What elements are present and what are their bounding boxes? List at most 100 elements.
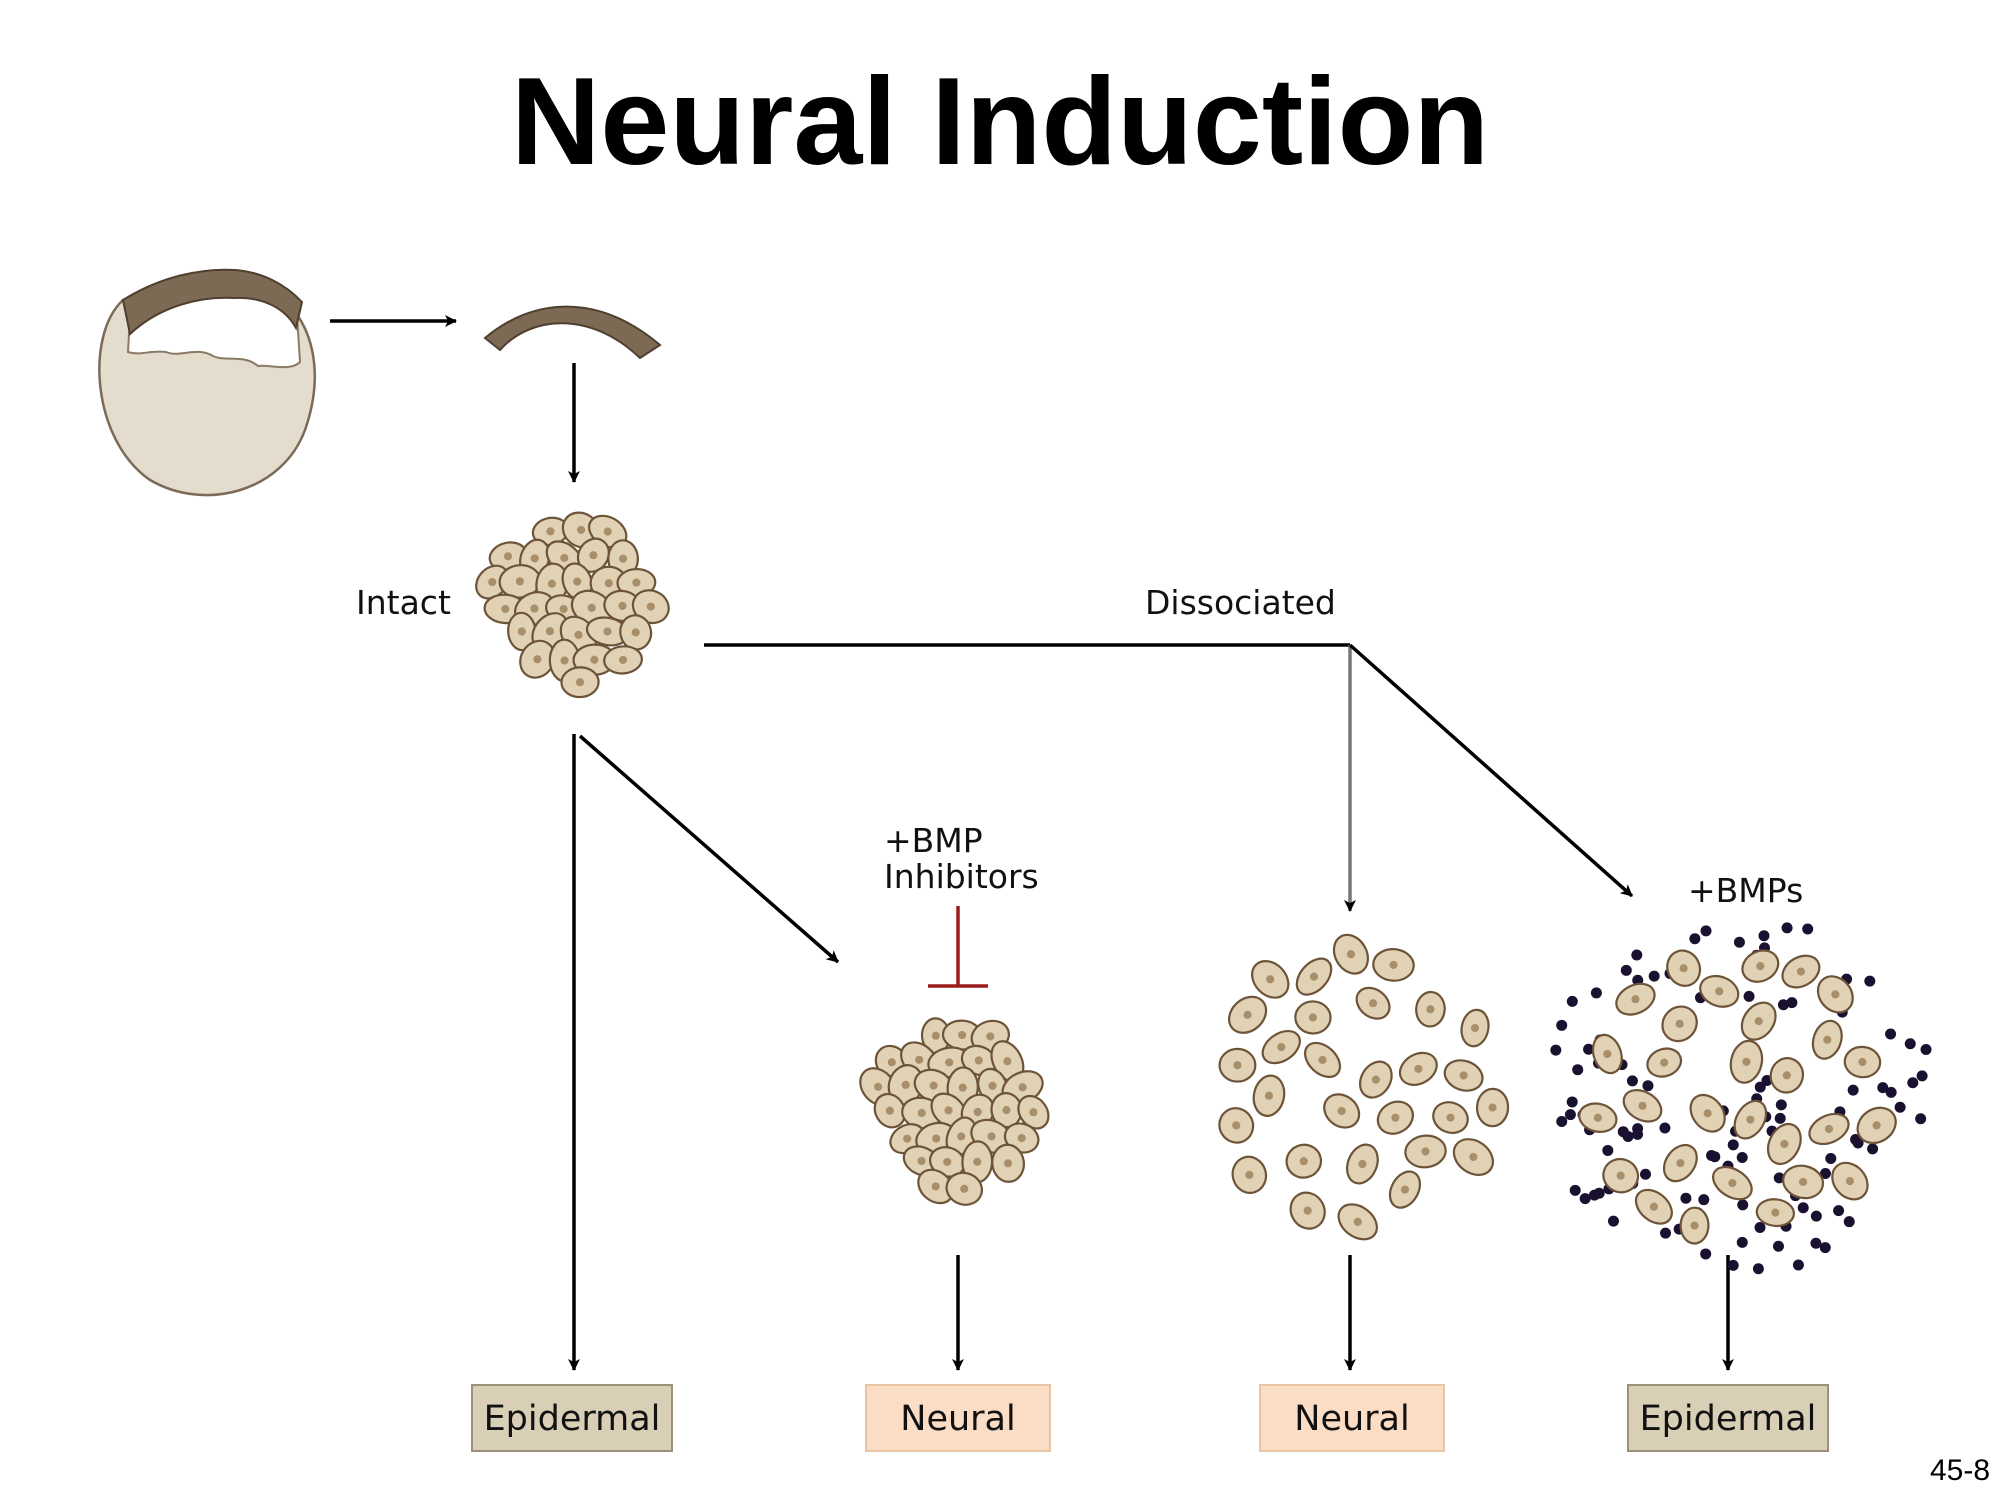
cell [1285, 1143, 1323, 1179]
cell [1615, 982, 1656, 1016]
cell-cluster-bmps [1578, 949, 1897, 1245]
cell [603, 645, 643, 675]
bmp-dot [1700, 925, 1712, 937]
bmp-dot [1885, 1028, 1897, 1040]
bmp-dot [1777, 999, 1789, 1011]
cell [873, 1092, 907, 1129]
bmp-dot [1607, 1215, 1619, 1227]
cell [1769, 1057, 1805, 1094]
bmp-dot [1772, 1240, 1784, 1252]
cell [1231, 1155, 1268, 1194]
bmp-dot [1802, 923, 1814, 935]
slide-number: 45-8 [1929, 1454, 1990, 1487]
cell [1646, 1047, 1683, 1078]
bmp-dot [1566, 995, 1578, 1007]
cell [1699, 974, 1740, 1008]
bmp-dot [1569, 1184, 1581, 1196]
bmp-dot [1775, 1099, 1787, 1111]
cell [1372, 948, 1415, 982]
embryo [98, 268, 316, 497]
cell [1843, 1045, 1882, 1079]
bmp-dots [1550, 922, 1932, 1275]
cell [1358, 1060, 1393, 1099]
cell [928, 1146, 966, 1178]
cell [1622, 1089, 1663, 1123]
cell [1251, 960, 1290, 999]
bmp-dot [1754, 1222, 1766, 1234]
bmp-dot [1843, 1216, 1855, 1228]
bmp-dot [1852, 1137, 1864, 1149]
cell [1816, 975, 1854, 1014]
cell [1856, 1106, 1897, 1145]
bmp-dot [1754, 1081, 1766, 1093]
bmp-dot [1915, 1113, 1927, 1125]
bmp-dot [1736, 1152, 1748, 1164]
bmp-dot [1727, 1259, 1739, 1271]
bmp-dot [1564, 1109, 1576, 1121]
arrow-dissociated-to-bmp-cells [1348, 643, 1634, 898]
bmp-dot [1810, 1237, 1822, 1249]
bmp-dot [1773, 1172, 1785, 1184]
cell [990, 1040, 1025, 1083]
bmp-dot [1743, 990, 1755, 1002]
cell [1303, 1041, 1342, 1079]
bmp-dot [1877, 1082, 1889, 1094]
cell [475, 564, 510, 600]
bmp-dot [1579, 1193, 1591, 1205]
bmp-dot [1904, 1038, 1916, 1050]
bmp-dot [1588, 1189, 1600, 1201]
bmp-dot [1700, 1248, 1712, 1260]
cell [1261, 1029, 1301, 1065]
cell [1831, 1161, 1869, 1201]
bmp-dot [1847, 1084, 1859, 1096]
bmp-dot [1706, 1150, 1718, 1162]
cell [1808, 1112, 1850, 1146]
cell [1740, 1001, 1777, 1041]
outcome-box-epidermal-intact: Epidermal [471, 1384, 673, 1452]
bmp-dot [1864, 975, 1876, 987]
cell [1218, 1047, 1257, 1083]
cell [1218, 1107, 1255, 1144]
isolated-animal-cap [483, 305, 662, 360]
bmp-dot [1786, 997, 1798, 1009]
bmp-dot [1733, 936, 1745, 948]
bmp-dot [1774, 1112, 1786, 1124]
bmp-dot [1660, 1227, 1672, 1239]
bmp-dot [1602, 1144, 1614, 1156]
bmp-dot [1631, 949, 1643, 961]
cell [1689, 1093, 1726, 1133]
bmp-dot [1916, 1070, 1928, 1082]
cell [1388, 1170, 1422, 1209]
cell [560, 666, 600, 699]
bmp-dot [1920, 1044, 1932, 1056]
bmp-dot [1758, 930, 1770, 942]
bmp-dot [1797, 1202, 1809, 1214]
outcome-label: Epidermal [484, 1399, 661, 1439]
cell [991, 1143, 1025, 1183]
outcome-box-neural-dissociated: Neural [1259, 1384, 1445, 1452]
bmp-dot [1642, 1080, 1654, 1092]
cell [1666, 949, 1702, 987]
page-title: Neural Induction [510, 53, 1490, 191]
bmp-dot [1626, 1075, 1638, 1087]
cell-cluster-bmp-inhibitors [859, 1017, 1050, 1206]
cell [1460, 1008, 1490, 1048]
bmp-dot [1907, 1077, 1919, 1089]
cell [1729, 1039, 1764, 1084]
bmp-dot [1648, 970, 1660, 982]
bmp-dot [1727, 1139, 1739, 1151]
bmp-dot [1550, 1044, 1562, 1056]
cell [1662, 1143, 1698, 1183]
bmp-dot [1566, 1096, 1578, 1108]
cell [1733, 1099, 1768, 1140]
cell [1415, 990, 1446, 1028]
label-intact: Intact [356, 583, 451, 622]
bmp-dot [1572, 1064, 1584, 1076]
cell [1289, 1191, 1326, 1230]
cell [1346, 1143, 1379, 1185]
label-bmp-inhibitors-line1: +BMP [884, 821, 983, 860]
outcome-label: Neural [1294, 1399, 1409, 1439]
cell [1228, 995, 1268, 1034]
cell-cluster-intact [475, 511, 670, 699]
